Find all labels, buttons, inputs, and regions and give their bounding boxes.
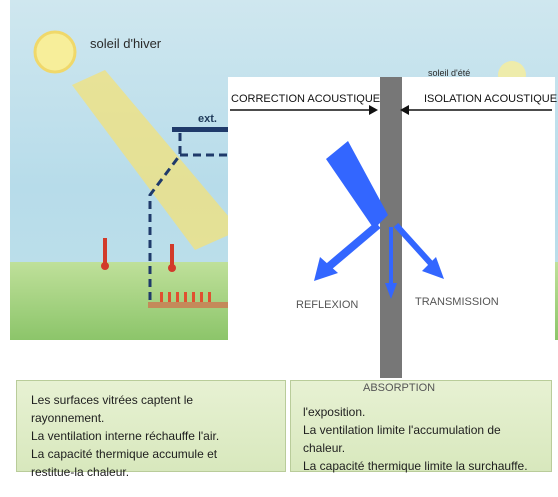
winter-sun-icon (33, 30, 77, 74)
ext-label: ext. (198, 113, 217, 125)
right-line-1: l'exposition. (303, 405, 366, 419)
thermometer-inside-icon (168, 244, 176, 272)
floor-heat-markers (160, 292, 211, 302)
sun-ray-beam (72, 70, 240, 250)
summer-sun-label: soleil d'été (428, 68, 471, 78)
sun-label: soleil d'hiver (90, 36, 162, 51)
right-line-2: La ventilation limite l'accumulation de (303, 423, 501, 437)
isolation-label: ISOLATION ACOUSTIQUE (424, 93, 558, 105)
floor-slab (148, 302, 228, 308)
left-line-1: Les surfaces vitrées captent le (31, 393, 194, 407)
correction-arrowhead (369, 105, 378, 115)
transmission-arrow-shaft (393, 222, 437, 270)
isolation-arrowhead (400, 105, 409, 115)
absorption-arrowhead (385, 283, 397, 299)
right-line-4: La capacité thermique limite la surchauf… (303, 459, 528, 473)
roof-overhang (172, 127, 230, 132)
page-margin (0, 0, 10, 497)
acoustic-diagram-graphic (230, 77, 552, 378)
right-info-panel: l'exposition. La ventilation limite l'ac… (290, 380, 552, 473)
transmission-label: TRANSMISSION (415, 296, 499, 308)
acoustic-diagram: CORRECTION ACOUSTIQUE ISOLATION ACOUSTIQ… (228, 77, 558, 394)
incident-arrow (326, 141, 388, 229)
left-line-3: La ventilation interne réchauffe l'air. (31, 429, 220, 443)
transmission-arrowhead (422, 257, 444, 279)
reflexion-label: REFLEXION (296, 299, 359, 311)
correction-label: CORRECTION ACOUSTIQUE (231, 93, 381, 105)
left-line-5: restitue-la chaleur. (31, 465, 130, 479)
thermometer-outside-icon (101, 238, 109, 270)
reflexion-arrow-shaft (323, 221, 381, 273)
left-info-panel: Les surfaces vitrées captent le rayonnem… (16, 380, 286, 479)
left-line-4: La capacité thermique accumule et (31, 447, 218, 461)
left-line-2: rayonnement. (31, 411, 105, 425)
reflexion-arrowhead (314, 257, 338, 281)
right-line-3: chaleur. (303, 441, 346, 455)
absorption-label: ABSORPTION (363, 382, 436, 394)
